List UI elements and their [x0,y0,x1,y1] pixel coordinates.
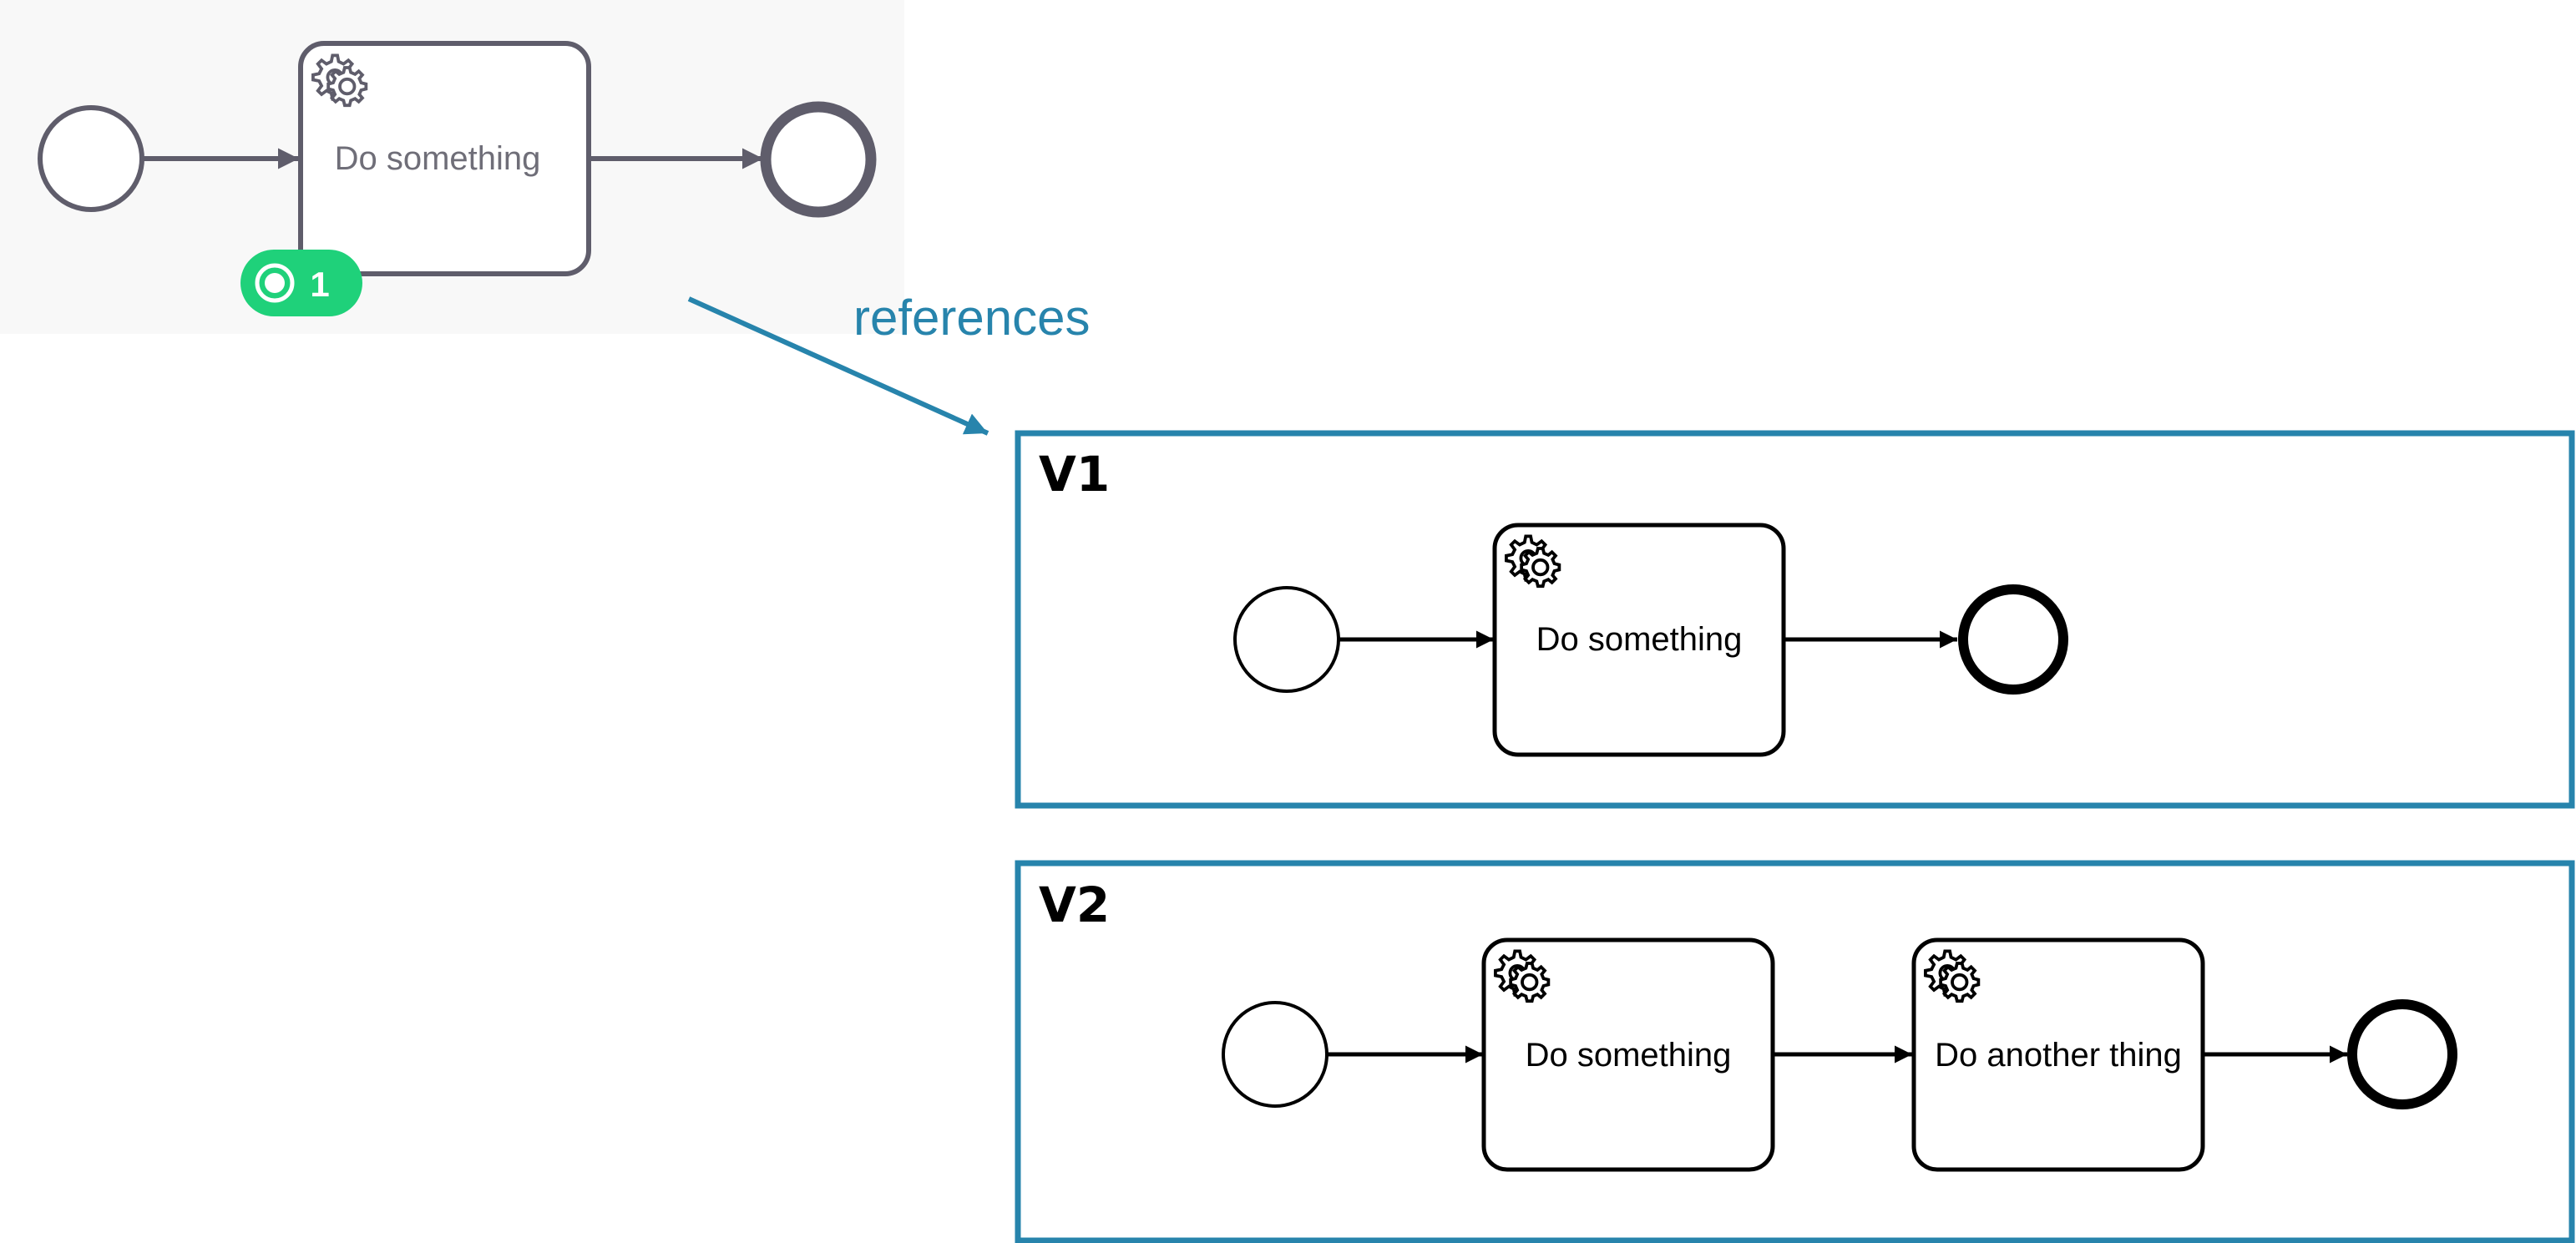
v2-task-1-label: Do something [1526,1037,1732,1074]
v2-task-2-label: Do another thing [1935,1037,2182,1074]
v2-start-event[interactable] [1222,1001,1328,1108]
token-icon [255,263,295,303]
process-instance-diagram: Do something 1 [0,0,904,334]
version-v2-label: V2 [1039,877,1110,933]
v1-task-label: Do something [1536,621,1743,658]
instance-end-event[interactable] [760,101,877,218]
version-v1-label: V1 [1039,446,1110,503]
v1-start-event[interactable] [1233,586,1340,693]
v1-end-event[interactable] [1958,584,2068,695]
instance-task-label: Do something [335,140,541,177]
version-v1-panel: V1 Do something [1015,430,2575,809]
references-arrow [687,296,989,436]
references-connector: references [687,290,1090,436]
references-label: references [853,290,1090,346]
version-v2-panel: V2 Do something Do another thing [1015,860,2575,1243]
v2-end-event[interactable] [2347,999,2457,1109]
instance-token-badge[interactable]: 1 [240,250,362,316]
instance-start-event[interactable] [38,105,144,212]
badge-count: 1 [310,265,329,304]
